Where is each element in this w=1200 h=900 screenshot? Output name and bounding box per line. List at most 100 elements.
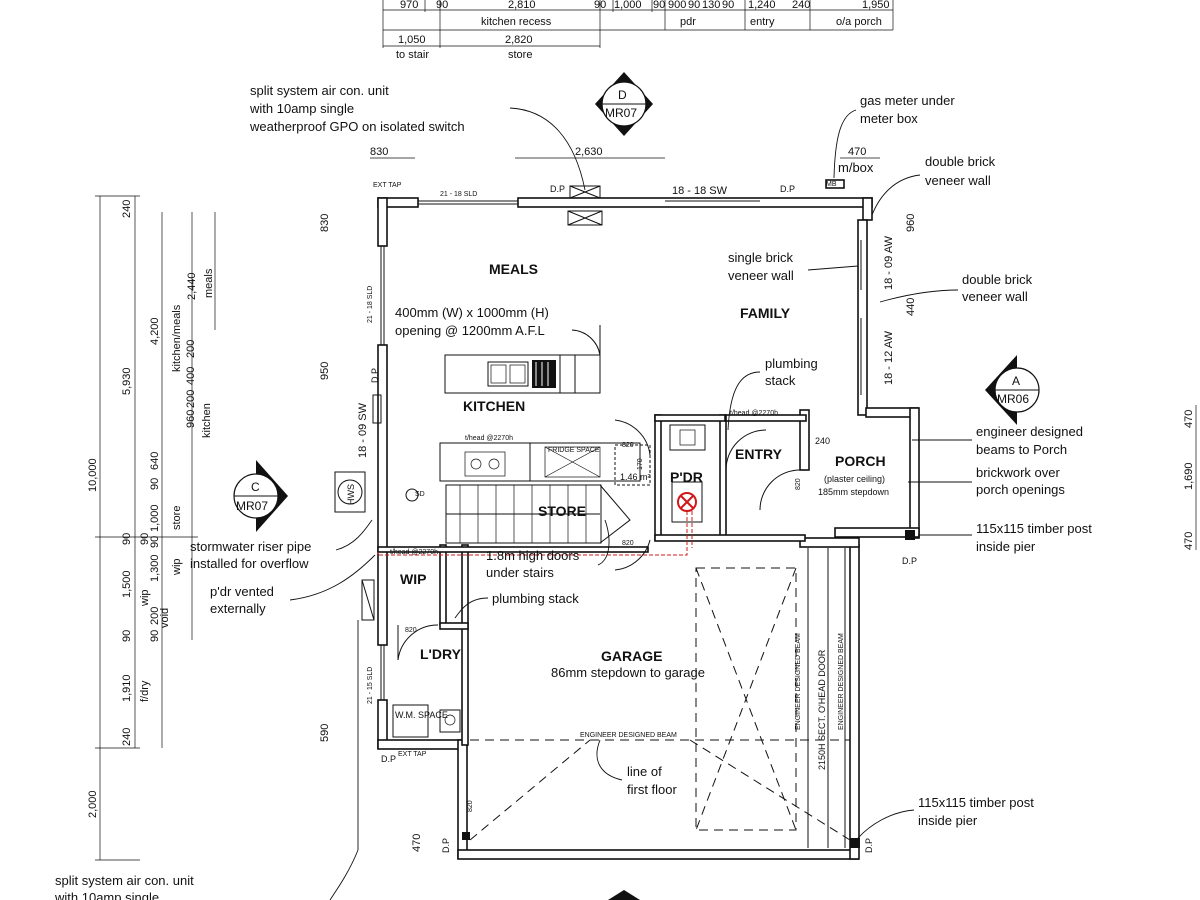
garage-sub: 86mm stepdown to garage [551, 665, 705, 680]
section-marker-c: C MR07 [233, 460, 288, 532]
left-dim-90e: 90 [149, 630, 161, 642]
note-high-doors-2: under stairs [486, 565, 554, 580]
beam-label-v1: ENGINEER DESIGNED BEAM [795, 633, 802, 730]
left-dim-1500: 1,500 [121, 570, 133, 598]
left-dim-5930: 5,930 [121, 367, 133, 395]
top-dim-1000: 1,000 [614, 0, 642, 11]
top-dim-2810: 2,810 [508, 0, 536, 11]
section-d-letter: D [618, 88, 627, 102]
left-dim-200a: 200 [185, 390, 197, 408]
fridge-space-label: FRIDGE SPACE [548, 447, 600, 454]
note-opening-1: 400mm (W) x 1000mm (H) [395, 305, 549, 320]
garage-fittings [469, 548, 851, 848]
note-double-brick-2b: veneer wall [962, 289, 1028, 304]
room-family: FAMILY [740, 305, 791, 321]
dim-470-top: 470 [848, 146, 866, 158]
windows [361, 185, 862, 700]
right-dim-470b: 470 [1183, 532, 1195, 550]
right-dim-470a: 470 [1183, 410, 1195, 428]
right-dim-1690: 1,690 [1183, 462, 1195, 490]
top-label-entry: entry [750, 16, 775, 28]
left-dim-10000: 10,000 [87, 458, 99, 492]
note-aircon-top-1: split system air con. unit [250, 83, 389, 98]
left-label-void: void [159, 608, 171, 628]
area-label: 1.46 m² [620, 472, 651, 482]
right-dim-960: 960 [905, 214, 917, 232]
window-label-3: 21 - 18 SLD [367, 286, 374, 323]
left-dim-200c: 200 [149, 607, 161, 625]
left-dim-640: 640 [149, 452, 161, 470]
posts [462, 530, 915, 848]
porch-sub-2: 185mm stepdown [818, 487, 889, 497]
head-label-2: t/head @2270h [730, 410, 778, 417]
section-c-ref: MR07 [236, 499, 268, 513]
note-gas-meter-2: meter box [860, 111, 918, 126]
head-label-1: t/head @2270h [465, 435, 513, 442]
left-dimensions: 240 5,930 90 1,500 90 1,910 240 2,000 10… [87, 195, 423, 861]
top-dim-240: 240 [792, 0, 810, 11]
top-dim-900: 900 [668, 0, 686, 11]
dp-label-7: D.P [864, 838, 874, 853]
left-label-wip-b: wip [139, 589, 151, 607]
note-plumbing-2: stack [765, 373, 796, 388]
left-dim-590: 590 [319, 724, 331, 742]
dp-label-3: D.P [370, 368, 380, 383]
door-820-3: 820 [405, 627, 417, 634]
kitchen-fittings [439, 325, 641, 482]
note-meter-box: m/box [838, 160, 874, 175]
left-dim-960: 960 [185, 410, 197, 428]
room-store: STORE [538, 503, 586, 519]
note-aircon-top-3: weatherproof GPO on isolated switch [249, 119, 465, 134]
left-dim-200b: 200 [185, 340, 197, 358]
note-stormwater-1: stormwater riser pipe [190, 539, 311, 554]
note-aircon-bottom-1: split system air con. unit [55, 873, 194, 888]
wm-space-label: W.M. SPACE [395, 710, 448, 720]
top-label-store: store [508, 49, 532, 61]
note-first-floor-2: first floor [627, 782, 678, 797]
left-label-kitchen: kitchen [201, 403, 213, 438]
left-dim-4200: 4,200 [149, 317, 161, 345]
note-pdr-vented-2: externally [210, 601, 266, 616]
left-dim-90c: 90 [149, 478, 161, 490]
window-label-5: 21 - 15 SLD [367, 667, 374, 704]
note-single-brick-1: single brick [728, 250, 794, 265]
dim-240-label: 240 [815, 436, 830, 446]
window-label-7: 18 - 12 AW [883, 330, 895, 385]
note-pdr-vented-1: p'dr vented [210, 584, 274, 599]
ext-tap-label-2: EXT TAP [398, 751, 427, 758]
dp-label-5: D.P [902, 556, 917, 566]
note-timber-post-1b: inside pier [976, 539, 1036, 554]
head-label-3: t/head @2270h [390, 549, 438, 556]
note-brickwork-2: porch openings [976, 482, 1065, 497]
left-dim-1300: 1,300 [149, 554, 161, 582]
section-d-ref: MR07 [605, 106, 637, 120]
left-label-store: store [171, 506, 183, 530]
left-dim-90d: 90 [149, 536, 161, 548]
left-dim-400: 400 [185, 367, 197, 385]
porch-sub-1: (plaster ceiling) [824, 474, 885, 484]
laundry-fittings [334, 471, 461, 738]
note-double-brick-2a: double brick [962, 272, 1033, 287]
left-dim-240b: 240 [121, 728, 133, 746]
left-label-meals: meals [203, 268, 215, 298]
left-dim-90b: 90 [121, 630, 133, 642]
top-dim-1240: 1,240 [748, 0, 776, 11]
door-820-1: 820 [622, 442, 634, 449]
top-dim-90b: 90 [594, 0, 606, 11]
note-engineer-beams-1: engineer designed [976, 424, 1083, 439]
note-gas-meter-1: gas meter under [860, 93, 955, 108]
section-marker-d: D MR07 [595, 72, 653, 136]
room-porch: PORCH [835, 453, 886, 469]
top-label-kitchen-recess: kitchen recess [481, 16, 552, 28]
note-double-brick-1a: double brick [925, 154, 996, 169]
room-pdr: P'DR [670, 469, 703, 485]
dp-label-4: D.P [381, 754, 396, 764]
right-dimensions: 960 440 470 1,690 470 [905, 214, 1197, 550]
left-dim-90f: 90 [139, 533, 151, 545]
note-timber-post-2a: 115x115 timber post [918, 795, 1034, 810]
note-brickwork-1: brickwork over [976, 465, 1060, 480]
top-dim-130: 130 [702, 0, 720, 11]
top-dim-1050: 1,050 [398, 34, 426, 46]
window-labels: 21 - 18 SLD 18 - 18 SW 21 - 18 SLD 18 - … [357, 185, 895, 770]
